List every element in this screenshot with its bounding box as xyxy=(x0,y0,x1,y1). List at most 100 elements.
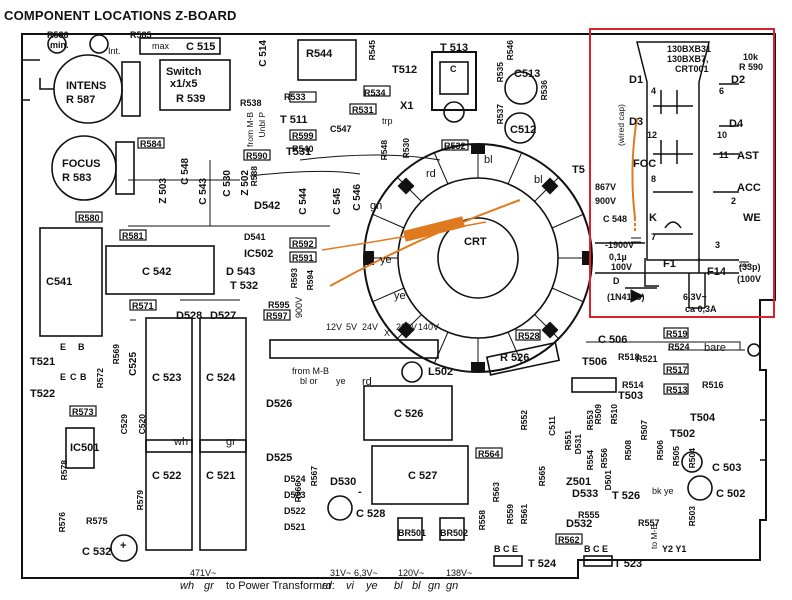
label-r587: R 587 xyxy=(66,94,96,106)
footer-gn: gn xyxy=(428,580,441,592)
label-c530: C 530 xyxy=(222,170,233,197)
label-d526: D526 xyxy=(266,398,293,410)
footer-120v: 120V~ xyxy=(398,568,425,578)
label-t524-pins: B C E xyxy=(494,544,519,554)
label-r526: R 526 xyxy=(500,352,530,364)
footer-vi: vi xyxy=(346,580,354,592)
label-r590: R590 xyxy=(246,151,268,161)
wire-ye-2: ye xyxy=(394,290,406,302)
wire-ye-3: ye xyxy=(336,376,346,386)
inset-r590: R 590 xyxy=(739,62,764,72)
label-c541: C541 xyxy=(46,276,73,288)
footer-rd: rd xyxy=(322,580,332,592)
label-t522-c: C xyxy=(70,372,77,382)
label-r578: R578 xyxy=(59,460,69,481)
wire-rd-2: rd xyxy=(362,376,372,388)
label-r528: R528 xyxy=(518,331,540,341)
footer-wh: wh xyxy=(180,580,195,592)
label-d542: D542 xyxy=(254,200,281,212)
label-t513: T 513 xyxy=(440,42,469,54)
label-switch: Switch xyxy=(166,66,202,78)
label-r556: R556 xyxy=(599,448,609,469)
label-r559: R559 xyxy=(505,504,515,525)
rail-5v: 5V xyxy=(346,322,358,332)
wire-rd: rd xyxy=(426,168,436,180)
inset-heater-v: 6,3V~ xyxy=(683,292,707,302)
label-r551: R551 xyxy=(563,430,573,451)
label-c527: C 527 xyxy=(408,470,438,482)
wire-gn: gn xyxy=(370,200,383,212)
label-r562: R562 xyxy=(558,535,580,545)
label-r572: R572 xyxy=(95,368,105,389)
inset-cap-v: 100V xyxy=(611,262,633,272)
label-c529: C529 xyxy=(119,414,129,435)
inset-pin-10: 10 xyxy=(717,130,728,140)
label-r565: R565 xyxy=(537,466,547,487)
label-y2-y1: Y2 Y1 xyxy=(662,544,687,554)
label-r539: R 539 xyxy=(176,93,206,105)
label-c524: C 524 xyxy=(206,372,236,384)
label-z501: Z501 xyxy=(566,476,592,488)
label-r563: R563 xyxy=(491,482,501,503)
label-t512: T512 xyxy=(392,64,418,76)
label-r537: R537 xyxy=(495,104,505,125)
inset-tube-1: 130BXB31 xyxy=(667,44,712,54)
inset-867v: 867V xyxy=(595,182,617,192)
label-c525: C525 xyxy=(128,352,139,376)
footer-gr: gr xyxy=(204,580,214,592)
label-r564: R564 xyxy=(478,449,500,459)
label-r552: R552 xyxy=(519,410,529,431)
inset-we: WE xyxy=(743,212,761,224)
label-c543: C 543 xyxy=(198,178,209,205)
label-r544: R544 xyxy=(306,48,333,60)
footer-6-3v: 6,3V~ xyxy=(354,568,378,578)
label-unbl: Unbl P xyxy=(257,112,267,138)
inset-k: K xyxy=(649,212,657,224)
label-t523: T 523 xyxy=(614,558,643,570)
inset-diode: (1N4149) xyxy=(607,292,645,302)
label-r530: R530 xyxy=(401,138,411,159)
label-r567: R567 xyxy=(309,466,319,487)
label-c527-neg: - xyxy=(358,486,362,498)
crt-pinout-inset: 130BXB31 130BXB7, CRT001 10k R 590 D1 D2… xyxy=(589,28,775,318)
label-r592: R592 xyxy=(292,239,314,249)
label-d527: D527 xyxy=(210,310,237,322)
inset-ast: AST xyxy=(737,150,759,162)
inset-tube-3: CRT001 xyxy=(675,64,709,74)
inset-minus-1900v: -1900V xyxy=(605,240,635,250)
label-c546: C 546 xyxy=(352,184,363,211)
footer-gn-2: gn xyxy=(446,580,459,592)
label-c547: C547 xyxy=(330,124,352,134)
wire-gr: gr xyxy=(226,436,236,448)
label-r517: R517 xyxy=(666,365,688,375)
label-r573: R573 xyxy=(72,407,94,417)
label-r540: R540 xyxy=(292,144,314,154)
label-c503: C 503 xyxy=(712,462,742,474)
label-t521: T521 xyxy=(30,356,56,368)
footer-bl-2: bl xyxy=(412,580,421,592)
label-r569: R569 xyxy=(111,344,121,365)
label-c526: C 526 xyxy=(394,408,424,420)
rail-x: X xyxy=(384,328,391,338)
rail-24v: 24V xyxy=(362,322,379,332)
label-d543: D 543 xyxy=(226,266,256,278)
label-z502: Z 502 xyxy=(240,170,251,196)
inset-acc: ACC xyxy=(737,182,761,194)
label-r576: R576 xyxy=(57,512,67,533)
label-r507: R507 xyxy=(639,420,649,441)
label-switch-sub: x1/x5 xyxy=(170,78,198,90)
label-t513-c: C xyxy=(450,64,457,74)
label-r518: R518 xyxy=(618,352,640,362)
label-r588: R588 xyxy=(249,166,259,187)
label-t511: T 511 xyxy=(280,114,308,126)
inset-heater-a: ca 0,3A xyxy=(685,304,717,314)
label-c545: C 545 xyxy=(332,188,343,215)
inset-pin-11: 11 xyxy=(719,150,729,160)
label-r584: R584 xyxy=(140,139,162,149)
label-t524: T 524 xyxy=(528,558,557,570)
inset-wired-cap: (wired cap) xyxy=(616,104,626,147)
footer-ye: ye xyxy=(366,580,378,592)
label-d521: D521 xyxy=(284,522,306,532)
label-c542: C 542 xyxy=(142,266,172,278)
label-r508: R508 xyxy=(623,440,633,461)
